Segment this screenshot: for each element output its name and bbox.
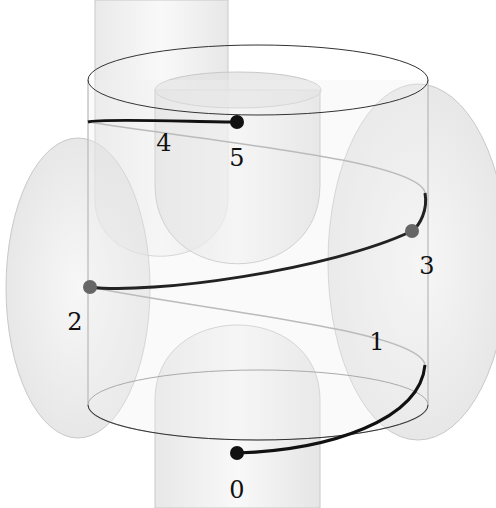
callout-number: 5 <box>229 146 244 170</box>
cylinder <box>88 45 428 440</box>
callout-number: 3 <box>419 254 434 278</box>
callout-number: 1 <box>369 330 384 354</box>
callout-number: 2 <box>67 310 82 334</box>
callout-number: 4 <box>156 131 171 155</box>
callout-number: 0 <box>229 478 244 502</box>
helix-points <box>83 115 419 460</box>
helix-curve <box>88 120 426 453</box>
